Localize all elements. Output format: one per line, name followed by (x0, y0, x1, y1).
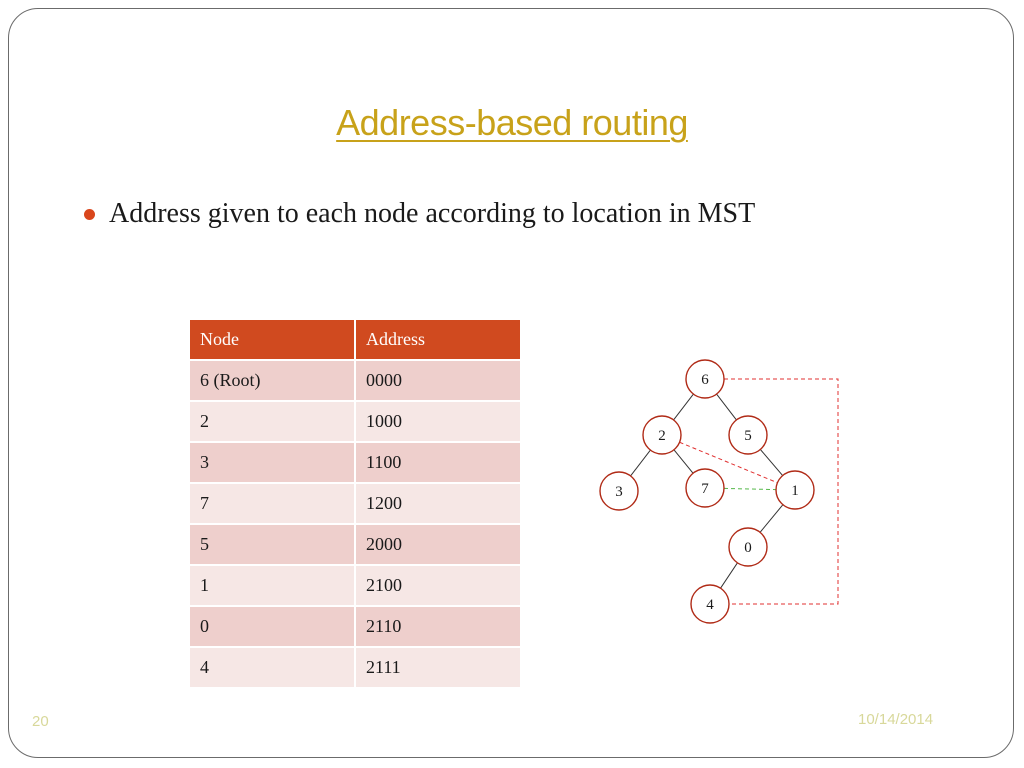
cell-node: 6 (Root) (188, 359, 356, 402)
tree-edge-6-5 (716, 393, 737, 421)
node-circle (728, 415, 768, 455)
node-circle (728, 527, 768, 567)
cell-address: 1000 (354, 400, 522, 443)
slide-title: Address-based routing (336, 102, 688, 143)
green-link-7-1 (723, 487, 777, 491)
node-label: 7 (701, 481, 709, 497)
cell-address: 2000 (354, 523, 522, 566)
cell-address: 2100 (354, 564, 522, 607)
tree-edge-6-2 (673, 393, 694, 421)
node-label: 4 (706, 597, 714, 613)
cell-address: 2110 (354, 605, 522, 648)
table-row: 7 1200 (188, 482, 522, 525)
cell-address: 1200 (354, 482, 522, 525)
bullet-dot-icon (84, 208, 95, 220)
node-label: 3 (615, 484, 623, 500)
tree-edge-2-7 (673, 449, 694, 474)
table-row: 5 2000 (188, 523, 522, 566)
table-row: 2 1000 (188, 400, 522, 443)
node-circle (775, 470, 815, 510)
node-label: 0 (744, 540, 752, 556)
bullet-text: Address given to each node according to … (109, 198, 756, 229)
tree-edge-5-1 (759, 449, 784, 476)
node-circle (642, 415, 682, 455)
cell-node: 3 (188, 441, 356, 484)
node-circle (685, 468, 725, 508)
tree-edge-2-3 (630, 449, 651, 477)
node-label: 6 (701, 372, 709, 388)
cell-node: 0 (188, 605, 356, 648)
node-label: 2 (658, 428, 666, 444)
slide-number: 20 (32, 713, 49, 730)
cell-address: 1100 (354, 441, 522, 484)
node-circle (690, 584, 730, 624)
tree-node-3: 3 (599, 471, 639, 511)
red-link-2-1 (679, 441, 778, 484)
cell-node: 1 (188, 564, 356, 607)
slide-date: 10/14/2014 (858, 711, 934, 728)
tree-node-1: 1 (775, 470, 815, 510)
table-row: 0 2110 (188, 605, 522, 648)
tree-node-6: 6 (685, 359, 725, 399)
cell-node: 2 (188, 400, 356, 443)
tree-nodes: 6 2 5 3 7 1 0 4 (599, 359, 815, 624)
tree-edges (630, 393, 784, 589)
table-row: 3 1100 (188, 441, 522, 484)
tree-edge-0-4 (720, 562, 738, 589)
tree-node-2: 2 (642, 415, 682, 455)
header-address: Address (354, 318, 522, 361)
node-label: 5 (744, 428, 752, 444)
node-circle (599, 471, 639, 511)
table-row: 4 2111 (188, 646, 522, 689)
bullet-item: Address given to each node according to … (84, 198, 755, 230)
cell-node: 7 (188, 482, 356, 525)
red-link-6-4 (724, 378, 839, 605)
cell-node: 5 (188, 523, 356, 566)
tree-node-4: 4 (690, 584, 730, 624)
tree-node-5: 5 (728, 415, 768, 455)
table-row: 1 2100 (188, 564, 522, 607)
tree-edge-1-0 (759, 504, 784, 533)
cell-address: 2111 (354, 646, 522, 689)
address-table: Node Address 6 (Root) 0000 2 1000 3 1100… (188, 318, 522, 689)
node-label: 1 (791, 483, 799, 499)
node-circle (685, 359, 725, 399)
table-header-row: Node Address (188, 318, 522, 361)
tree-node-7: 7 (685, 468, 725, 508)
tree-node-0: 0 (728, 527, 768, 567)
cross-links (679, 378, 839, 605)
header-node: Node (188, 318, 356, 361)
table-row: 6 (Root) 0000 (188, 359, 522, 402)
cell-node: 4 (188, 646, 356, 689)
cell-address: 0000 (354, 359, 522, 402)
